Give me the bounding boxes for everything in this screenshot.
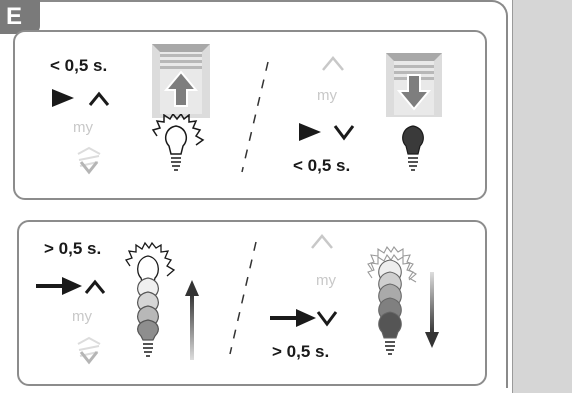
up-button-faded-icon-bottom (311, 234, 333, 249)
hold-up-arrow-icon (36, 277, 106, 295)
section-letter-tab: E (0, 0, 40, 34)
press-up-arrow-icon (52, 89, 110, 107)
long-press-up-duration: > 0,5 s. (44, 239, 102, 258)
lamp-off-icon (402, 125, 424, 171)
lamp-dimming-icon (367, 245, 417, 355)
blind-lowering-icon (386, 53, 442, 117)
lamp-brightening-icon (124, 241, 176, 357)
lamp-on-icon (151, 114, 205, 171)
short-press-down-duration: < 0,5 s. (293, 156, 351, 175)
divider-line-top (241, 61, 269, 173)
section-frame (0, 0, 508, 388)
my-button-label-right-bottom: my (316, 272, 336, 289)
long-press-panel (17, 220, 487, 386)
short-press-up-duration: < 0,5 s. (50, 56, 108, 75)
press-down-arrow-icon (299, 123, 355, 141)
my-button-label-left-top: my (73, 119, 93, 136)
brightness-down-arrow-icon (425, 272, 439, 348)
down-button-faded-icon (77, 146, 101, 175)
down-button-faded-icon-bottom (77, 336, 101, 365)
up-button-faded-icon (322, 56, 344, 71)
my-button-label-right-top: my (317, 87, 337, 104)
brightness-up-arrow-icon (185, 280, 199, 360)
my-button-label-left-bottom: my (72, 308, 92, 325)
hold-down-arrow-icon (270, 309, 338, 327)
divider-line-bottom (229, 241, 257, 355)
side-margin-strip (512, 0, 572, 393)
long-press-down-duration: > 0,5 s. (272, 342, 330, 361)
blind-raising-icon (152, 44, 210, 118)
